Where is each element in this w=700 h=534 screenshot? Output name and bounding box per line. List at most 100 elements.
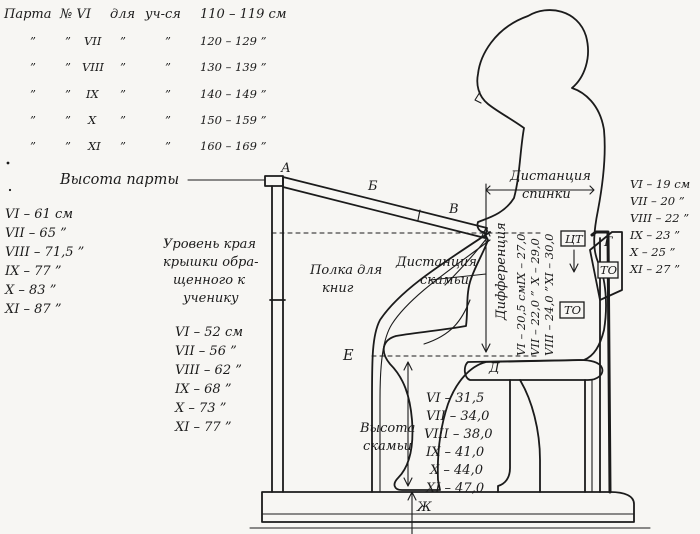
lid-edge-label: Уровень края крышки обра- щенного к учен… bbox=[163, 237, 258, 306]
desk-heights-list: VI – 61 см VII – 65 ” VIII – 71,5 ” IX –… bbox=[4, 207, 84, 317]
table-cell: ” bbox=[165, 113, 171, 127]
table-cell: ” bbox=[120, 87, 126, 101]
seat-height-line-2: скамьи bbox=[363, 439, 412, 454]
back-distance-item: XI – 27 ” bbox=[629, 262, 680, 276]
thigh-curve bbox=[423, 299, 471, 345]
back-distances-list: VI – 19 см VII – 20 ” VIII – 22 ” IX – 2… bbox=[629, 177, 690, 276]
letter-A: А bbox=[280, 161, 291, 176]
back-distance-label: Дистанция спинки bbox=[509, 169, 591, 202]
lid-level-item: XI – 77 ” bbox=[174, 420, 231, 435]
seat-height-item: VIII – 38,0 bbox=[424, 427, 493, 442]
table-row: ” ” VIII ” ” 130 – 139 ” bbox=[30, 60, 267, 74]
shelf-edge bbox=[444, 237, 488, 286]
seat-distance-leader bbox=[429, 273, 487, 281]
seat-heights-list: VI – 31,5 VII – 34,0 VIII – 38,0 IX – 41… bbox=[424, 391, 493, 496]
back-support-label: ТО bbox=[564, 303, 582, 317]
table-cell: ” bbox=[30, 113, 36, 127]
seat-height-item: XI – 47,0 bbox=[425, 481, 484, 496]
desk-height-label: Высота парты bbox=[59, 172, 179, 188]
seat-height-item: VII – 34,0 bbox=[426, 409, 489, 424]
difference-values: VI – 20,5 см VII – 22,0 ” VIII – 24,0 ” … bbox=[514, 234, 556, 356]
table-cell: ” bbox=[65, 60, 71, 74]
lid-edge-line-2: крышки обра- bbox=[163, 255, 258, 270]
seat-height-arrowheads bbox=[403, 361, 413, 487]
center-gravity-box bbox=[560, 230, 586, 247]
shelf-line-2: книг bbox=[322, 281, 354, 296]
lid-level-item: X – 73 ” bbox=[174, 401, 226, 416]
desk-height-item: XI – 87 ” bbox=[4, 302, 61, 317]
desk-height-item: X – 83 ” bbox=[4, 283, 56, 298]
seat-distance-line-1: Дистанция bbox=[395, 255, 477, 270]
seat-height-item: VI – 31,5 bbox=[426, 391, 484, 406]
table-row: ” ” X ” ” 150 – 159 ” bbox=[30, 113, 267, 127]
table-cell: ” bbox=[30, 60, 36, 74]
back-distance-item: VI – 19 см bbox=[630, 177, 690, 191]
table-cell: 160 – 169 ” bbox=[200, 139, 267, 153]
difference-item: VIII – 24,0 ” bbox=[542, 286, 556, 356]
table-cell: 140 – 149 ” bbox=[200, 87, 267, 101]
lid-level-item: VIII – 62 ” bbox=[175, 363, 242, 378]
back-distance-item: IX – 23 ” bbox=[629, 228, 680, 242]
desk-height-item: VIII – 71,5 ” bbox=[5, 245, 84, 260]
table-cell: ” bbox=[165, 34, 171, 48]
table-cell: VII bbox=[84, 34, 102, 48]
shelf-line-1: Полка для bbox=[309, 263, 382, 278]
letter-D: Д bbox=[488, 361, 500, 376]
lid-divider bbox=[417, 209, 421, 221]
face-detail bbox=[474, 91, 482, 104]
desk-height-item: IX – 77 ” bbox=[4, 264, 61, 279]
seat-height-item: X – 44,0 bbox=[429, 463, 483, 478]
back-distance-item: VII – 20 ” bbox=[630, 194, 685, 208]
table-cell: VIII bbox=[82, 60, 104, 74]
letter-ZH: Ж bbox=[416, 500, 432, 515]
dimension-lines bbox=[187, 179, 595, 534]
seat-distance-line-2: скамьи bbox=[420, 273, 469, 288]
seat-height-item: IX – 41,0 bbox=[425, 445, 484, 460]
table-cell: ” bbox=[165, 87, 171, 101]
desk bbox=[264, 175, 491, 493]
table-cell: ” bbox=[30, 87, 36, 101]
side-support-box bbox=[597, 261, 619, 279]
table-cell: ” bbox=[120, 34, 126, 48]
table-cell: ” bbox=[65, 34, 71, 48]
lid-edge-line-4: ученику bbox=[182, 291, 239, 306]
lid-levels-list: VI – 52 см VII – 56 ” VIII – 62 ” IX – 6… bbox=[174, 325, 243, 435]
student-silhouette bbox=[382, 9, 607, 491]
lid-level-item: VI – 52 см bbox=[175, 325, 243, 340]
center-gravity-label: ЦТ bbox=[565, 232, 584, 246]
table-cell: ” bbox=[65, 113, 71, 127]
bench-seat bbox=[463, 359, 604, 381]
body-outline bbox=[382, 9, 607, 491]
table-cell: ” bbox=[165, 139, 171, 153]
table-cell: IX bbox=[85, 87, 100, 101]
lid-edge-line-3: щенного к bbox=[173, 273, 245, 288]
base-arrow bbox=[407, 491, 417, 534]
difference-item: VII – 22,0 ” bbox=[528, 290, 542, 356]
desk-top-fixed bbox=[264, 175, 284, 187]
difference-item: IX – 27,0 bbox=[514, 234, 528, 286]
ink-dot bbox=[8, 188, 12, 192]
table-cell: 120 – 129 ” bbox=[200, 34, 267, 48]
letter-V: В bbox=[448, 202, 459, 217]
shelf-label: Полка для книг bbox=[309, 263, 382, 296]
letter-E: Е bbox=[342, 348, 354, 364]
table-cell: ” bbox=[165, 60, 171, 74]
back-distance-line-1: Дистанция bbox=[509, 169, 591, 184]
desk-leg bbox=[269, 185, 286, 301]
table-cell: ” bbox=[120, 60, 126, 74]
table-cell: 150 – 159 ” bbox=[200, 113, 267, 127]
seat-height-line-1: Высота bbox=[359, 421, 415, 436]
backrest-board bbox=[589, 231, 623, 301]
difference-label: Дифференция bbox=[494, 222, 509, 321]
table-header-cell: 110 – 119 см bbox=[200, 7, 287, 22]
table-cell: ” bbox=[120, 113, 126, 127]
size-table: Парта № VI для уч-ся 110 – 119 см ” ” VI… bbox=[3, 7, 287, 192]
difference-item: XI – 30,0 bbox=[542, 234, 556, 286]
table-cell: 130 – 139 ” bbox=[200, 60, 267, 74]
bench-leg-front bbox=[497, 379, 511, 493]
table-row: ” ” VII ” ” 120 – 129 ” bbox=[30, 34, 267, 48]
side-support-label: ТО bbox=[600, 263, 618, 277]
table-header-cell: для bbox=[110, 7, 135, 22]
